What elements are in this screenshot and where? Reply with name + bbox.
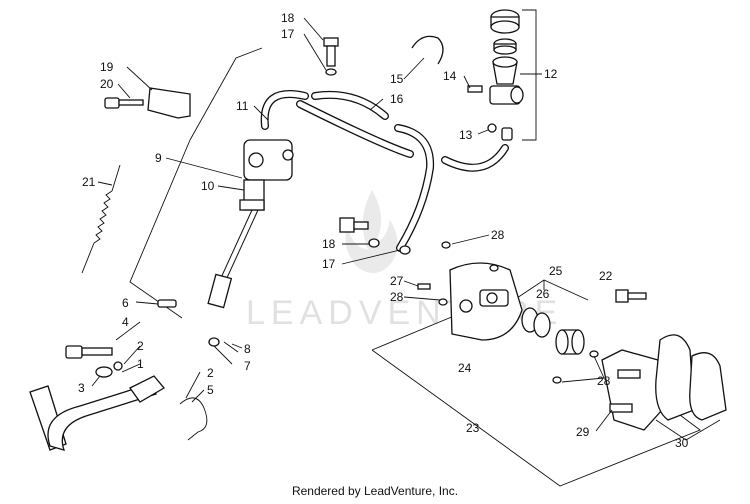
callout-18-upper: 18 (281, 11, 295, 25)
caliper-piston-kit (521, 307, 585, 355)
callout-5: 5 (207, 383, 214, 397)
brake-caliper (449, 262, 523, 341)
banjo-bolt-lower (339, 217, 411, 255)
caliper-washer-d (552, 376, 562, 384)
callout-27: 27 (390, 274, 404, 288)
callout-13: 13 (459, 128, 473, 142)
reservoir-screw (467, 85, 483, 93)
callout-11: 11 (236, 99, 249, 113)
callout-labels: 18 17 19 20 11 9 21 10 15 16 14 13 12 18… (78, 11, 689, 450)
bracket-12 (522, 9, 537, 141)
clevis-washer (208, 337, 220, 347)
pedal-bolt (65, 345, 113, 359)
footer-credit: Rendered by LeadVenture, Inc. (291, 484, 459, 498)
callout-12: 12 (544, 67, 558, 81)
leader-lines (91, 17, 620, 432)
callout-28-top: 28 (491, 228, 505, 242)
mounting-bracket (147, 87, 191, 119)
brake-hoses (260, 90, 509, 252)
caliper-bolt (615, 289, 647, 303)
callout-4: 4 (122, 315, 129, 329)
caliper-washer-c (438, 298, 448, 306)
callout-10: 10 (201, 179, 215, 193)
callout-15: 15 (390, 72, 404, 86)
callout-9: 9 (155, 151, 162, 165)
hose-clip-ring (411, 35, 444, 65)
callout-23: 23 (466, 421, 480, 435)
caliper-washer-b (489, 264, 499, 272)
bracket-30 (655, 419, 721, 441)
brake-pedal (29, 375, 165, 451)
brake-pads (655, 334, 727, 421)
callout-20: 20 (100, 77, 114, 91)
callout-19: 19 (100, 60, 114, 74)
callout-7: 7 (244, 359, 251, 373)
bracket-bolt (104, 97, 144, 109)
pedal-spring (179, 397, 208, 441)
banjo-bolt-upper (323, 37, 339, 76)
callout-2-right: 2 (207, 366, 214, 380)
callout-17-lower: 17 (322, 257, 336, 271)
caliper-bracket (601, 349, 663, 431)
callout-2-left: 2 (137, 339, 144, 353)
washer-2-upper (113, 361, 123, 371)
callout-17-upper: 17 (281, 27, 295, 41)
master-cylinder (207, 139, 294, 309)
callout-21: 21 (82, 175, 96, 189)
callout-1: 1 (137, 357, 144, 371)
cotter-pin (223, 341, 239, 353)
bracket-9 (189, 47, 263, 141)
callout-30: 30 (675, 436, 689, 450)
bleeder-screw (417, 283, 431, 290)
clevis-pin (157, 299, 177, 308)
callout-29: 29 (576, 425, 590, 439)
callout-16: 16 (390, 92, 404, 106)
callout-18-lower: 18 (322, 237, 336, 251)
watermark-flame-icon (345, 190, 398, 274)
callout-14: 14 (443, 69, 457, 83)
callout-28-mid: 28 (390, 290, 404, 304)
reservoir-assembly (487, 9, 524, 141)
callout-26: 26 (536, 287, 550, 301)
caliper-washer-a (441, 241, 451, 249)
callout-24: 24 (458, 361, 472, 375)
callout-22: 22 (599, 269, 613, 283)
callout-25: 25 (549, 264, 563, 278)
callout-6: 6 (122, 296, 129, 310)
assembly-brackets (129, 9, 721, 487)
bracket-23 (371, 349, 701, 487)
return-spring (81, 164, 121, 274)
callout-8: 8 (244, 342, 251, 356)
callout-3: 3 (78, 381, 85, 395)
pedal-washer (95, 366, 113, 378)
bracket-9b (129, 139, 191, 319)
callout-28-low: 28 (597, 374, 611, 388)
